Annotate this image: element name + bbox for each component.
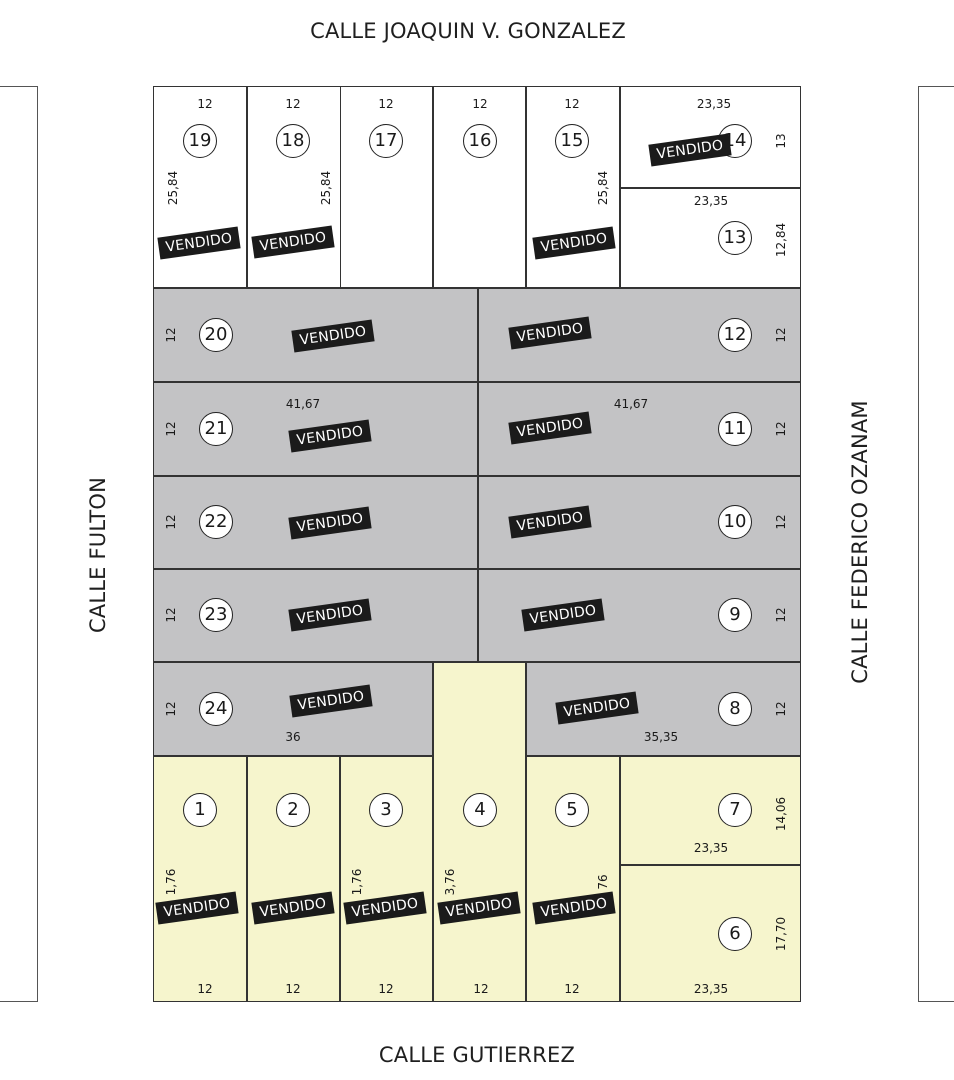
lot-dimension-label: 12 (285, 982, 301, 996)
lot-dimension-label: 12 (197, 97, 213, 111)
lot-number-badge: 16 (463, 124, 497, 158)
lot-dimension-label: 41,67 (285, 397, 321, 411)
lot-16[interactable] (433, 86, 526, 288)
lot-number-badge: 2 (276, 793, 310, 827)
lot-7[interactable] (620, 756, 801, 865)
lot-dimension-label: 17,70 (774, 916, 788, 952)
lot-number-badge: 18 (276, 124, 310, 158)
street-label-top: CALLE JOAQUIN V. GONZALEZ (310, 19, 626, 43)
street-label-right: CALLE FEDERICO OZANAM (848, 400, 872, 684)
lot-number-badge: 19 (183, 124, 217, 158)
lot-number-badge: 23 (199, 598, 233, 632)
lot-6[interactable] (620, 865, 801, 1002)
lot-4[interactable] (433, 662, 526, 1002)
lot-dimension-label: 12 (774, 514, 788, 530)
lot-dimension-label: 3,76 (443, 868, 457, 896)
lot-number-badge: 22 (199, 505, 233, 539)
lot-number-badge: 5 (555, 793, 589, 827)
lot-number-badge: 9 (718, 598, 752, 632)
lot-dimension-label: 12 (164, 607, 178, 623)
lot-dimension-label: 12 (378, 97, 394, 111)
lot-number-badge: 3 (369, 793, 403, 827)
lot-dimension-label: 1,76 (164, 868, 178, 896)
lot-dimension-label: 12 (164, 421, 178, 437)
sidewalk-right (918, 86, 954, 1002)
lot-dimension-label: 25,84 (319, 170, 333, 206)
lot-dimension-label: 12 (164, 514, 178, 530)
lot-dimension-label: 12 (285, 97, 301, 111)
lot-number-badge: 21 (199, 412, 233, 446)
lot-dimension-label: 12 (564, 982, 580, 996)
lot-dimension-label: 12 (197, 982, 213, 996)
lot-dimension-label: 12 (164, 327, 178, 343)
sidewalk-left (0, 86, 38, 1002)
lot-dimension-label: 12 (774, 607, 788, 623)
street-label-left: CALLE FULTON (86, 476, 110, 634)
lot-dimension-label: 25,84 (596, 170, 610, 206)
lot-number-badge: 17 (369, 124, 403, 158)
lot-dimension-label: 12 (774, 421, 788, 437)
lot-dimension-label: 23,35 (693, 982, 729, 996)
lot-dimension-label: 12 (774, 701, 788, 717)
lot-dimension-label: 36 (285, 730, 301, 744)
lot-dimension-label: 12 (472, 97, 488, 111)
lot-number-badge: 6 (718, 917, 752, 951)
lot-number-badge: 15 (555, 124, 589, 158)
lot-number-badge: 8 (718, 692, 752, 726)
lot-dimension-label: 23,35 (693, 841, 729, 855)
lot-dimension-label: 35,35 (643, 730, 679, 744)
lot-dimension-label: 14,06 (774, 796, 788, 832)
lot-number-badge: 7 (718, 793, 752, 827)
lot-dimension-label: 12 (473, 982, 489, 996)
lot-number-badge: 4 (463, 793, 497, 827)
lot-dimension-label: 1,76 (350, 868, 364, 896)
lot-dimension-label: 25,84 (166, 170, 180, 206)
lot-dimension-label: 12 (164, 701, 178, 717)
lot-dimension-label: 41,67 (613, 397, 649, 411)
lot-dimension-label: 23,35 (696, 97, 732, 111)
street-label-bottom: CALLE GUTIERREZ (378, 1043, 576, 1067)
lot-number-badge: 10 (718, 505, 752, 539)
lot-13[interactable] (620, 188, 801, 288)
lot-dimension-label: 23,35 (693, 194, 729, 208)
lot-number-badge: 20 (199, 318, 233, 352)
lot-number-badge: 1 (183, 793, 217, 827)
lot-17[interactable] (340, 86, 433, 288)
lot-dimension-label: 76 (596, 874, 610, 890)
lot-dimension-label: 12 (378, 982, 394, 996)
lot-dimension-label: 13 (774, 133, 788, 149)
lot-number-badge: 24 (199, 692, 233, 726)
lot-dimension-label: 12 (564, 97, 580, 111)
lot-number-badge: 11 (718, 412, 752, 446)
lot-number-badge: 13 (718, 221, 752, 255)
lot-dimension-label: 12,84 (774, 222, 788, 258)
lot-number-badge: 12 (718, 318, 752, 352)
lot-dimension-label: 12 (774, 327, 788, 343)
